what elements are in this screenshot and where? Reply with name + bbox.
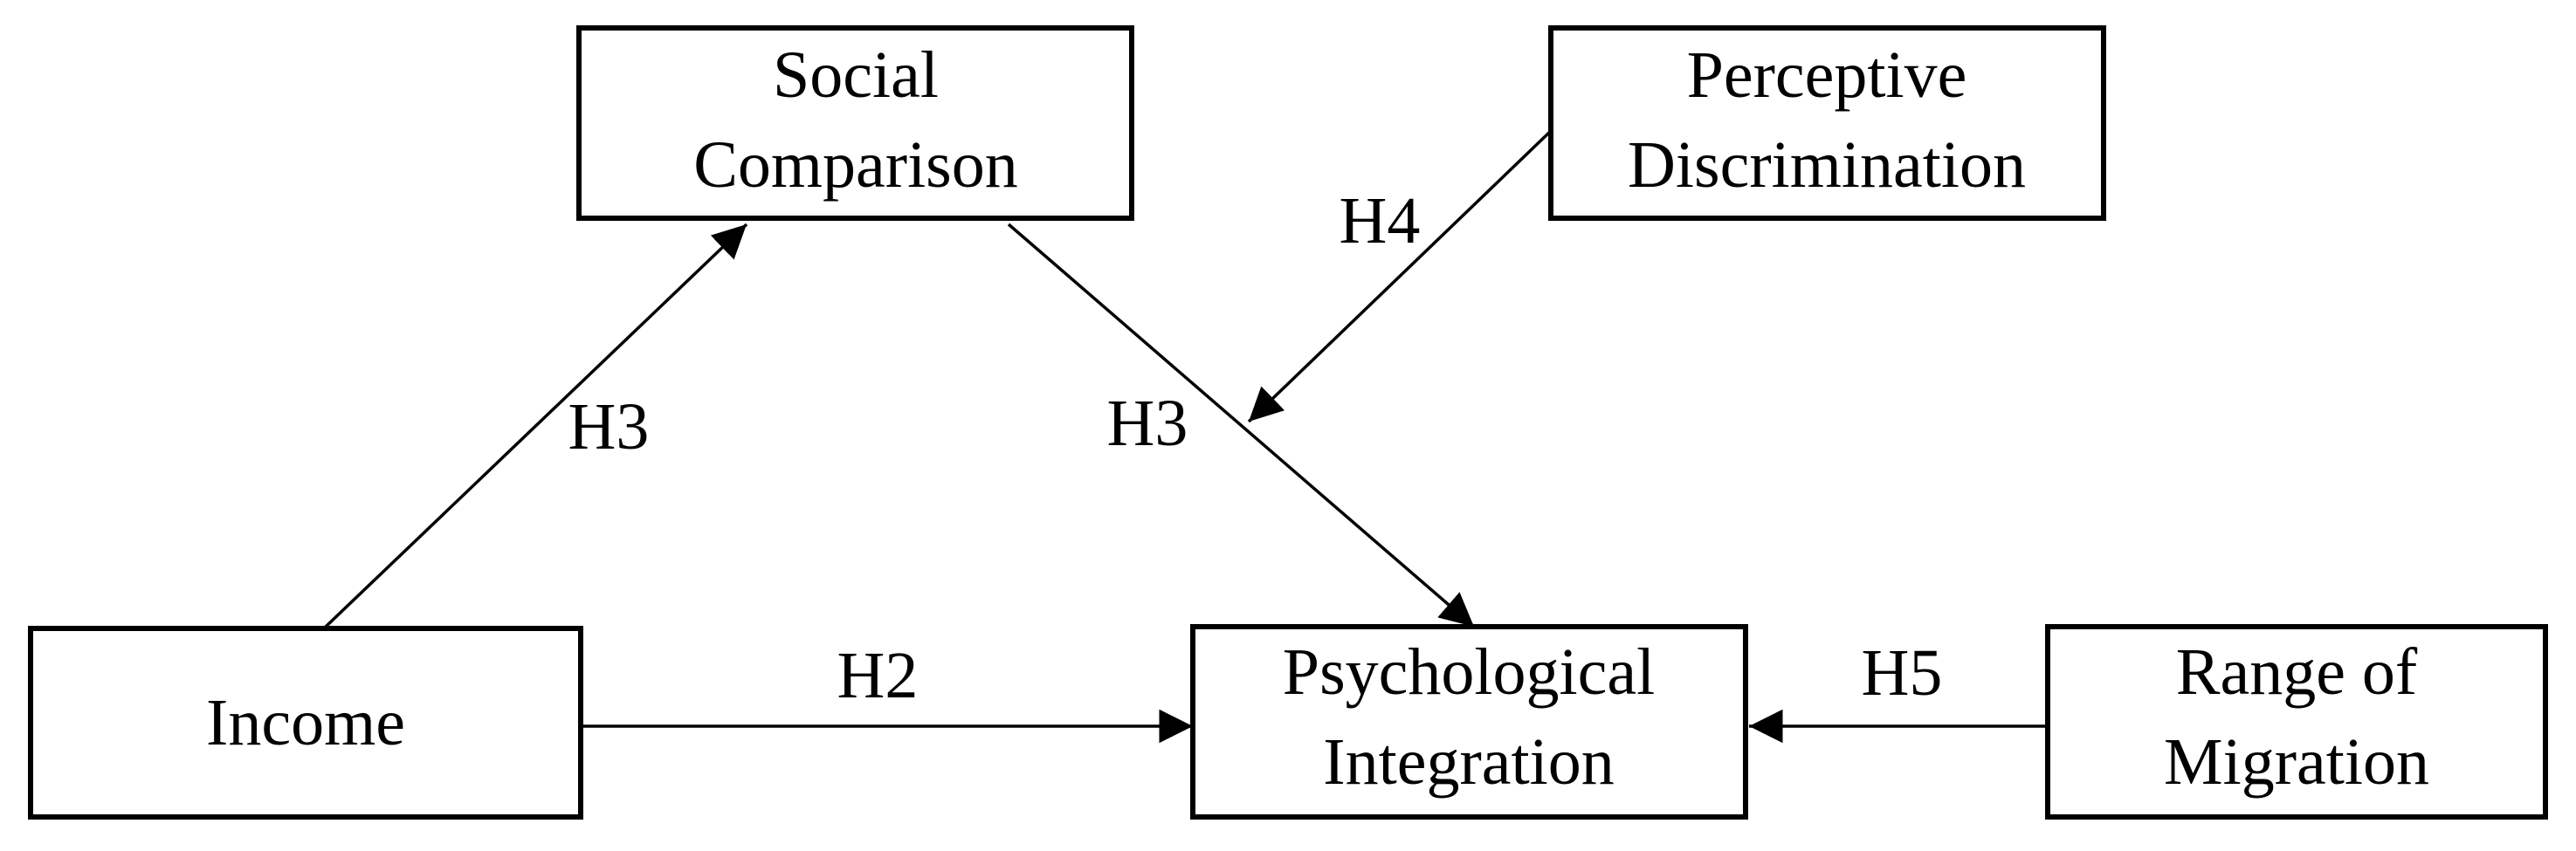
edge-label-h3-income: H3 [568, 390, 650, 463]
arrow-income-to-social-comparison [324, 223, 748, 628]
node-social-comparison-line1: Social [773, 38, 939, 112]
node-range-of-migration: Range of Migration [2045, 624, 2548, 820]
edge-discrimination-moderation [1247, 129, 1553, 423]
node-income-label: Income [206, 686, 405, 759]
edge-label-h3-social-comparison: H3 [1107, 387, 1188, 460]
node-income: Income [28, 626, 583, 820]
arrow-discrimination-moderation [1247, 129, 1553, 423]
node-social-comparison: Social Comparison [576, 25, 1134, 221]
edge-social-comparison-to-psychological-integration [1007, 223, 1476, 628]
node-range-of-migration-line2: Migration [2164, 725, 2429, 799]
node-perceptive-discrimination-line1: Perceptive [1687, 38, 1967, 112]
edge-income-to-social-comparison [324, 223, 748, 628]
arrow-social-comparison-to-psychological-integration [1007, 223, 1476, 628]
node-perceptive-discrimination: Perceptive Discrimination [1548, 25, 2106, 221]
node-psychological-integration-line2: Integration [1323, 725, 1614, 799]
node-psychological-integration-line1: Psychological [1283, 635, 1655, 709]
edge-label-h2: H2 [837, 639, 919, 712]
node-social-comparison-line2: Comparison [693, 128, 1018, 202]
edge-label-h4: H4 [1340, 184, 1421, 257]
node-perceptive-discrimination-line2: Discrimination [1628, 128, 2026, 202]
node-psychological-integration: Psychological Integration [1190, 624, 1748, 820]
edge-label-h5: H5 [1862, 636, 1943, 710]
node-range-of-migration-line1: Range of [2176, 635, 2418, 709]
